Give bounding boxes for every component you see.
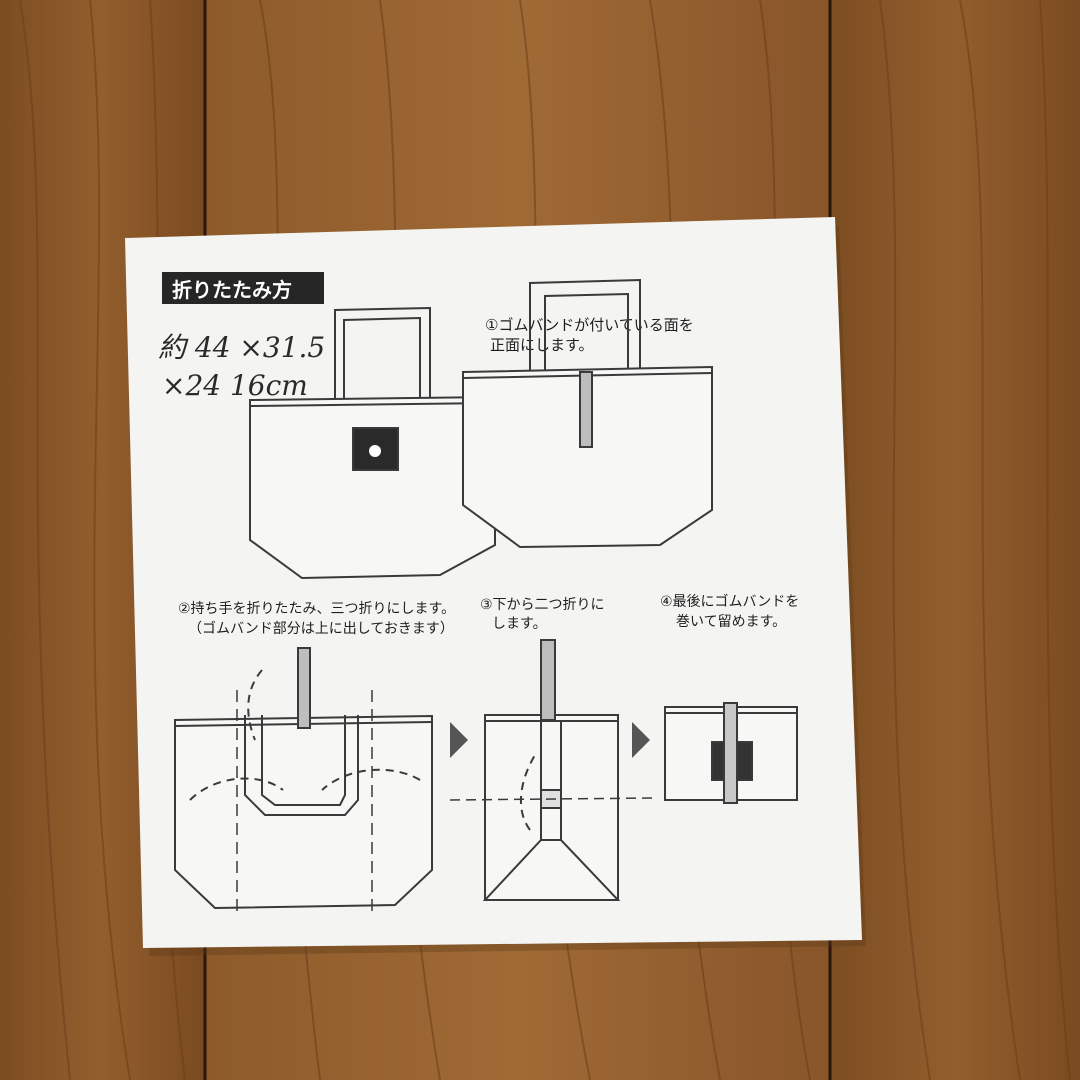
handwritten-note-line2: ×24 16cm	[162, 369, 308, 402]
tote-bag-back-illustration	[249, 306, 496, 580]
step2-line2: （ゴムバンド部分は上に出しておきます）	[188, 620, 454, 637]
fold-diagram-step4	[664, 702, 798, 804]
step4-line1: ④最後にゴムバンドを	[660, 593, 799, 610]
card-title: 折りたたみ方	[172, 278, 292, 302]
handwritten-note-line1: 約 44 ×31.5	[158, 331, 325, 364]
step3-line1: ③下から二つ折りに	[480, 597, 605, 613]
fold-diagram-step2	[174, 647, 433, 915]
elastic-band	[579, 371, 593, 448]
step4-line2: 巻いて留めます。	[676, 614, 786, 630]
next-arrow-2	[632, 722, 650, 758]
title-badge	[162, 272, 324, 304]
fold-diagram-step3	[449, 639, 656, 901]
step2-line1: ②持ち手を折りたたみ、三つ折りにします。	[178, 601, 455, 617]
tote-bag-front-illustration	[462, 278, 713, 549]
step1-line1: ①ゴムバンドが付いている面を	[485, 316, 694, 334]
step3-line2: します。	[492, 616, 547, 632]
next-arrow-1	[450, 722, 468, 758]
step1-line2: 正面にします。	[490, 336, 594, 354]
